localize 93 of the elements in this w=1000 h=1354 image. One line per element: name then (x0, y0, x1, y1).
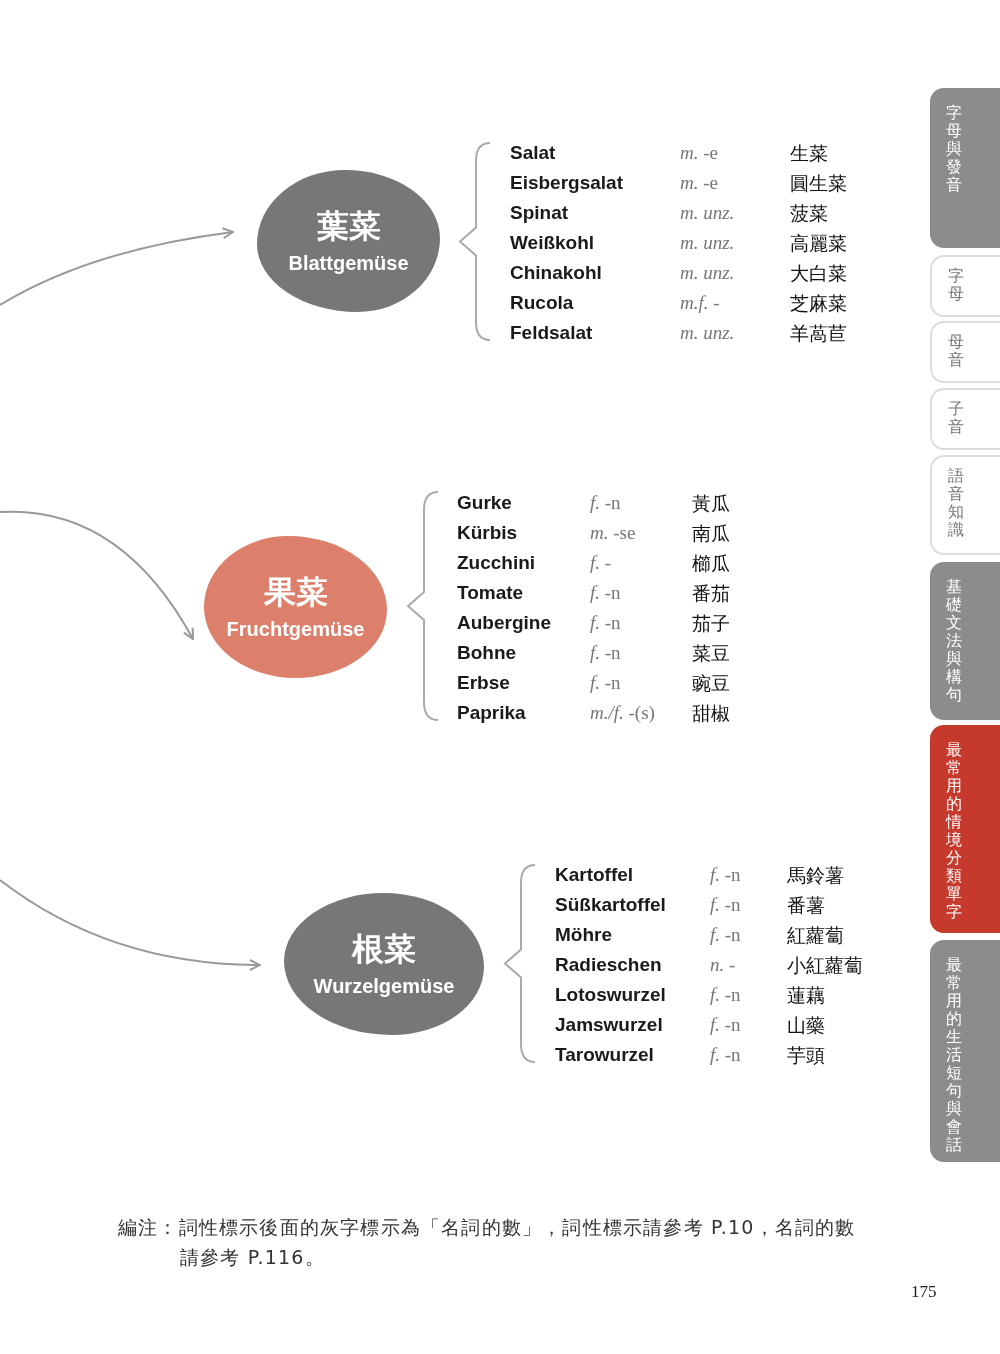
chapter-tab (930, 940, 1000, 1162)
gender-plural: m. unz. (680, 261, 735, 285)
tab-label: 最常用的生活短句與會話 (946, 956, 963, 1154)
chinese-word: 芋頭 (787, 1043, 825, 1067)
category-subtitle: Wurzelgemüse (313, 974, 455, 998)
gender-plural: m.f. - (680, 291, 720, 315)
chinese-word: 高麗菜 (790, 231, 847, 255)
category-title: 根菜 (352, 930, 416, 969)
german-word: Radieschen (555, 953, 662, 977)
tab-label: 最常用的情境分類單字 (946, 741, 963, 921)
german-word: Chinakohl (510, 261, 602, 285)
chinese-word: 馬鈴薯 (787, 863, 844, 887)
german-word: Kartoffel (555, 863, 634, 887)
chinese-word: 豌豆 (692, 671, 730, 695)
tab-label: 母音 (948, 333, 965, 369)
gender-plural: f. -n (710, 1043, 741, 1067)
category-subtitle: Blattgemüse (288, 251, 409, 275)
german-word: Salat (510, 141, 556, 165)
german-word: Rucola (510, 291, 574, 315)
arrow (0, 227, 234, 306)
chinese-word: 芝麻菜 (790, 291, 847, 315)
chinese-word: 茄子 (692, 611, 730, 635)
tab-label: 子音 (948, 400, 965, 436)
gender-plural: f. - (590, 551, 612, 575)
category-title: 果菜 (263, 573, 328, 612)
chinese-word: 小紅蘿蔔 (787, 953, 863, 977)
gender-plural: m. -e (680, 171, 718, 195)
chapter-tab (930, 388, 1000, 450)
gender-plural: m. unz. (680, 231, 735, 255)
german-word: Gurke (457, 491, 512, 515)
chinese-word: 番茄 (692, 581, 730, 605)
chapter-tab (930, 321, 1000, 383)
chinese-word: 櫛瓜 (692, 551, 730, 575)
chinese-word: 菜豆 (692, 641, 730, 665)
chinese-word: 羊萵苣 (790, 321, 847, 345)
gender-plural: f. -n (710, 923, 741, 947)
gender-plural: m./f. -(s) (590, 701, 655, 725)
gender-plural: f. -n (590, 611, 621, 635)
gender-plural: m. unz. (680, 321, 735, 345)
chinese-word: 大白菜 (790, 261, 847, 285)
german-word: Erbse (457, 671, 510, 695)
german-word: Weißkohl (510, 231, 595, 255)
gender-plural: f. -n (590, 641, 621, 665)
german-word: Paprika (457, 701, 526, 725)
german-word: Eisbergsalat (510, 171, 623, 195)
german-word: Spinat (510, 201, 569, 225)
category-title: 葉菜 (316, 207, 381, 246)
chapter-tab (930, 255, 1000, 317)
chinese-word: 菠菜 (790, 201, 828, 225)
gender-plural: f. -n (590, 581, 621, 605)
tab-label: 字母 (948, 267, 965, 303)
chinese-word: 黃瓜 (692, 491, 730, 515)
chapter-tab (930, 88, 1000, 248)
german-word: Süßkartoffel (555, 893, 666, 917)
tab-label: 語音知識 (948, 467, 965, 539)
chapter-tab (930, 725, 1000, 933)
chinese-word: 南瓜 (692, 521, 730, 545)
german-word: Jamswurzel (555, 1013, 663, 1037)
german-word: Lotoswurzel (555, 983, 666, 1007)
gender-plural: f. -n (710, 863, 741, 887)
footnote: 編注：詞性標示後面的灰字標示為「名詞的數」，詞性標示請參考 P.10，名詞的數請參考 P.116。 (118, 1215, 857, 1270)
gender-plural: n. - (710, 953, 736, 977)
category-subtitle: Fruchtgemüse (226, 617, 365, 641)
german-word: Tarowurzel (555, 1043, 654, 1067)
chinese-word: 蓮藕 (787, 983, 825, 1007)
german-word: Tomate (457, 581, 524, 605)
gender-plural: f. -n (710, 983, 741, 1007)
german-word: Zucchini (457, 551, 536, 575)
gender-plural: m. -e (680, 141, 718, 165)
chinese-word: 山藥 (787, 1013, 825, 1037)
gender-plural: m. -se (590, 521, 636, 545)
german-word: Feldsalat (510, 321, 593, 345)
chinese-word: 甜椒 (692, 701, 730, 725)
arrow (0, 879, 261, 971)
gender-plural: f. -n (590, 491, 621, 515)
german-word: Kürbis (457, 521, 518, 545)
page-number: 175 (911, 1282, 937, 1302)
chinese-word: 生菜 (790, 141, 828, 165)
chapter-tab (930, 562, 1000, 720)
chinese-word: 紅蘿蔔 (787, 923, 844, 947)
german-word: Bohne (457, 641, 517, 665)
german-word: Aubergine (457, 611, 551, 635)
tab-label: 基礎文法與構句 (946, 578, 963, 704)
gender-plural: m. unz. (680, 201, 735, 225)
tab-label: 字母與發音 (946, 104, 963, 194)
gender-plural: f. -n (710, 1013, 741, 1037)
chapter-tab (930, 455, 1000, 555)
arrow (0, 510, 194, 640)
gender-plural: f. -n (590, 671, 621, 695)
chinese-word: 番薯 (787, 893, 825, 917)
gender-plural: f. -n (710, 893, 741, 917)
chinese-word: 圓生菜 (790, 171, 847, 195)
german-word: Möhre (555, 923, 612, 947)
